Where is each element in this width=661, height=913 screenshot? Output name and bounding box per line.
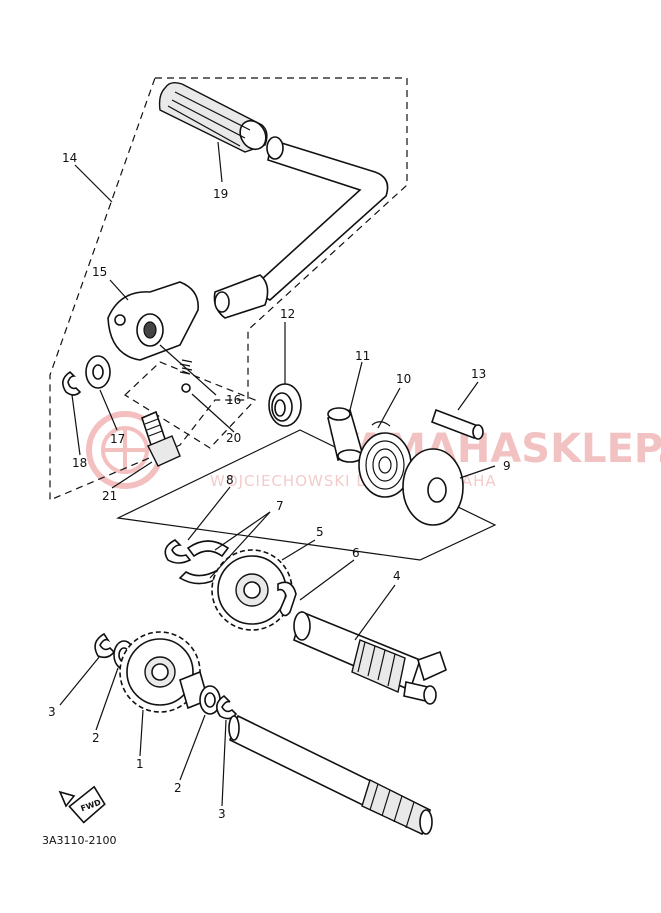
label-3-upper: 3 [48, 705, 56, 719]
label-2-upper: 2 [92, 731, 100, 745]
circlip-3-upper [94, 632, 116, 659]
clip-6 [277, 581, 297, 617]
label-6: 6 [352, 546, 360, 560]
leader-lines [59, 141, 496, 807]
kick-crank-arm [213, 136, 389, 319]
label-1: 1 [136, 757, 144, 771]
label-9: 9 [503, 459, 511, 473]
gear-1 [119, 631, 209, 713]
pin-13 [430, 408, 484, 440]
label-20: 20 [226, 431, 241, 445]
kick-axle-4 [293, 610, 447, 705]
washer-17 [85, 355, 111, 389]
diagram-code: 3A3110-2100 [42, 834, 116, 847]
label-14: 14 [62, 151, 77, 165]
circlip-18 [62, 370, 82, 396]
label-11: 11 [355, 349, 370, 363]
main-shaft [228, 714, 433, 836]
kick-grip [158, 81, 268, 153]
circlip-8 [164, 539, 192, 564]
label-15: 15 [92, 265, 107, 279]
label-19: 19 [213, 187, 228, 201]
label-16: 16 [226, 393, 241, 407]
label-21: 21 [102, 489, 117, 503]
label-4: 4 [393, 569, 401, 583]
circlip-3-lower [216, 694, 238, 720]
kick-crank-boss [107, 281, 199, 361]
oil-seal-12 [268, 383, 302, 427]
label-12: 12 [280, 307, 295, 321]
part-labels: 14 19 15 12 11 10 13 9 16 20 17 18 21 8 … [48, 151, 511, 821]
label-18: 18 [72, 456, 87, 470]
kick-clip-7 [178, 540, 230, 585]
label-13: 13 [471, 367, 486, 381]
label-8: 8 [226, 473, 234, 487]
label-5: 5 [316, 525, 324, 539]
spring-16 [179, 359, 193, 375]
label-3-lower: 3 [218, 807, 226, 821]
label-17: 17 [110, 432, 125, 446]
gear-group-outline-upper [115, 429, 497, 561]
ball-20 [181, 383, 191, 393]
washer-9 [402, 448, 464, 526]
label-10: 10 [396, 372, 411, 386]
washer-2-lower [199, 685, 221, 715]
fwd-arrow-icon: FWD [58, 785, 106, 824]
label-2-lower: 2 [174, 781, 182, 795]
bolt-21 [141, 410, 181, 467]
detent-group-outline [124, 361, 257, 449]
kick-crank-assembly-outline [49, 77, 408, 501]
label-7: 7 [276, 499, 284, 513]
